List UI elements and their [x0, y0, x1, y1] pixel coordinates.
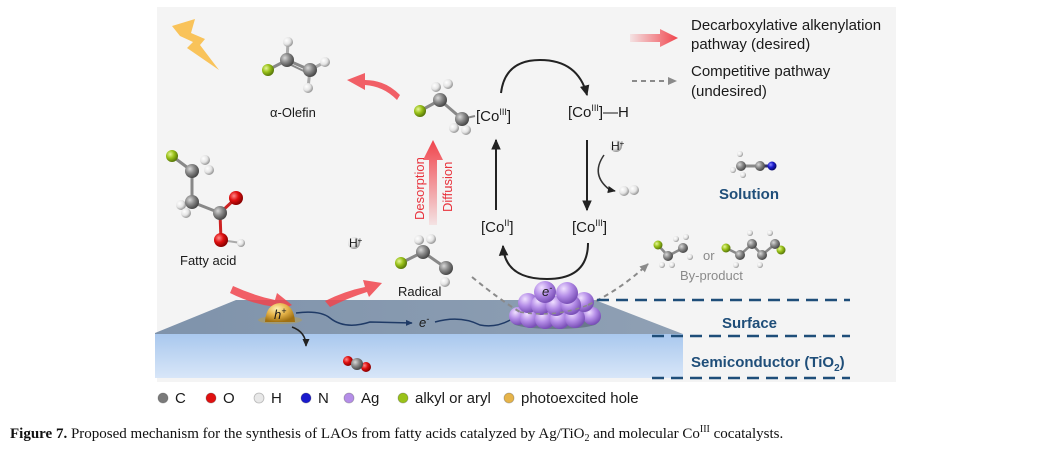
caption-sup: III — [699, 424, 710, 435]
ag-nanoparticle — [509, 281, 601, 329]
radical-release-arrow — [325, 280, 382, 307]
electron-ag-label: e- — [542, 283, 552, 299]
co-iii-alkyl-label: [CoIII] — [476, 107, 511, 125]
legend-undesired-line1: Competitive pathway — [691, 63, 831, 80]
proton-atom — [610, 140, 622, 152]
acetonitrile-molecule — [730, 151, 777, 178]
radical-molecule — [395, 234, 453, 287]
desorption-diffusion-arrow — [423, 140, 443, 225]
competitive-path-left — [471, 276, 521, 313]
co-iii-hydride-label: [CoIII]—H — [568, 103, 629, 121]
fatty-acid-label: Fatty acid — [180, 253, 236, 268]
by-product-label: By-product — [680, 268, 743, 283]
photoexcited-hole — [265, 303, 295, 322]
caption-text-3: cocatalysts. — [709, 426, 784, 442]
proton-atom — [348, 237, 360, 249]
caption-text-2: and molecular Co — [589, 426, 700, 442]
caption-sub: 2 — [584, 433, 590, 444]
semiconductor-body — [155, 334, 683, 378]
atom-legend-swatch — [157, 392, 169, 404]
zone-solution-label: Solution — [719, 186, 779, 203]
legend-undesired-line2: (undesired) — [691, 83, 767, 100]
desorption-label: Desorption — [412, 157, 427, 220]
h2-atom — [629, 185, 639, 195]
atom-legend-label: alkyl or aryl — [415, 390, 491, 407]
caption-text-1: Proposed mechanism for the synthesis of … — [67, 426, 585, 442]
atom-legend-label: Ag — [361, 390, 379, 407]
h2-atom — [619, 186, 629, 196]
co2-molecule — [343, 356, 371, 372]
fatty-acid-molecule — [166, 150, 245, 247]
atom-legend-label: N — [318, 390, 329, 407]
atom-legend-swatch — [503, 392, 515, 404]
atom-legend-swatch — [253, 392, 265, 404]
atom-legend: C O H N Ag alkyl or aryl photoexcited hole — [157, 390, 639, 407]
diffusion-label: Diffusion — [440, 162, 455, 212]
by-product-molecule-2 — [721, 230, 786, 268]
legend-desired-line1: Decarboxylative alkenylation — [691, 17, 881, 34]
or-label: or — [703, 248, 715, 263]
atom-legend-label: H — [271, 390, 282, 407]
co2-release-arrow — [291, 326, 310, 347]
atom-legend-swatch — [397, 392, 409, 404]
red-arrow-icon — [630, 29, 678, 47]
cycle-arrow-bottom — [498, 242, 589, 281]
zone-semiconductor-label: Semiconductor (TiO2) — [691, 354, 845, 374]
atom-legend-label: photoexcited hole — [521, 390, 639, 407]
zone-surface-label: Surface — [722, 315, 777, 332]
atom-legend-swatch — [300, 392, 312, 404]
caption-label: Figure 7. — [10, 426, 68, 442]
proton-label-left: H+ — [349, 236, 363, 250]
atom-legend-label: O — [223, 390, 235, 407]
atom-legend-label: C — [175, 390, 186, 407]
proton-label-right: H+ — [611, 139, 625, 153]
cycle-arrow-top — [500, 58, 590, 97]
electron-path — [295, 311, 413, 326]
light-icon — [172, 19, 219, 70]
atom-legend-swatch — [343, 392, 355, 404]
atom-legend-swatch — [205, 392, 217, 404]
legend-desired-line2: pathway (desired) — [691, 36, 810, 53]
by-product-molecule-1 — [653, 234, 693, 268]
elimination-arrow — [347, 73, 400, 100]
hole-label: h+ — [274, 306, 287, 322]
co-iii-bottom-label: [CoIII] — [572, 218, 607, 236]
legend-desired: Decarboxylative alkenylation pathway (de… — [630, 17, 881, 53]
electron-label: e- — [419, 314, 429, 330]
co-ii-label: [CoII] — [481, 218, 514, 236]
olefin-label: α-Olefin — [270, 105, 316, 120]
alpha-olefin-molecule — [262, 37, 330, 93]
legend-undesired: Competitive pathway (undesired) — [632, 63, 831, 100]
competitive-path-right — [587, 263, 649, 306]
alkyl-cobalt-molecule — [414, 79, 476, 135]
h2-release-arrow — [597, 154, 616, 194]
figure-caption: Figure 7. Proposed mechanism for the syn… — [10, 424, 1040, 444]
radical-label: Radical — [398, 284, 441, 299]
competitive-path-base — [519, 304, 589, 315]
